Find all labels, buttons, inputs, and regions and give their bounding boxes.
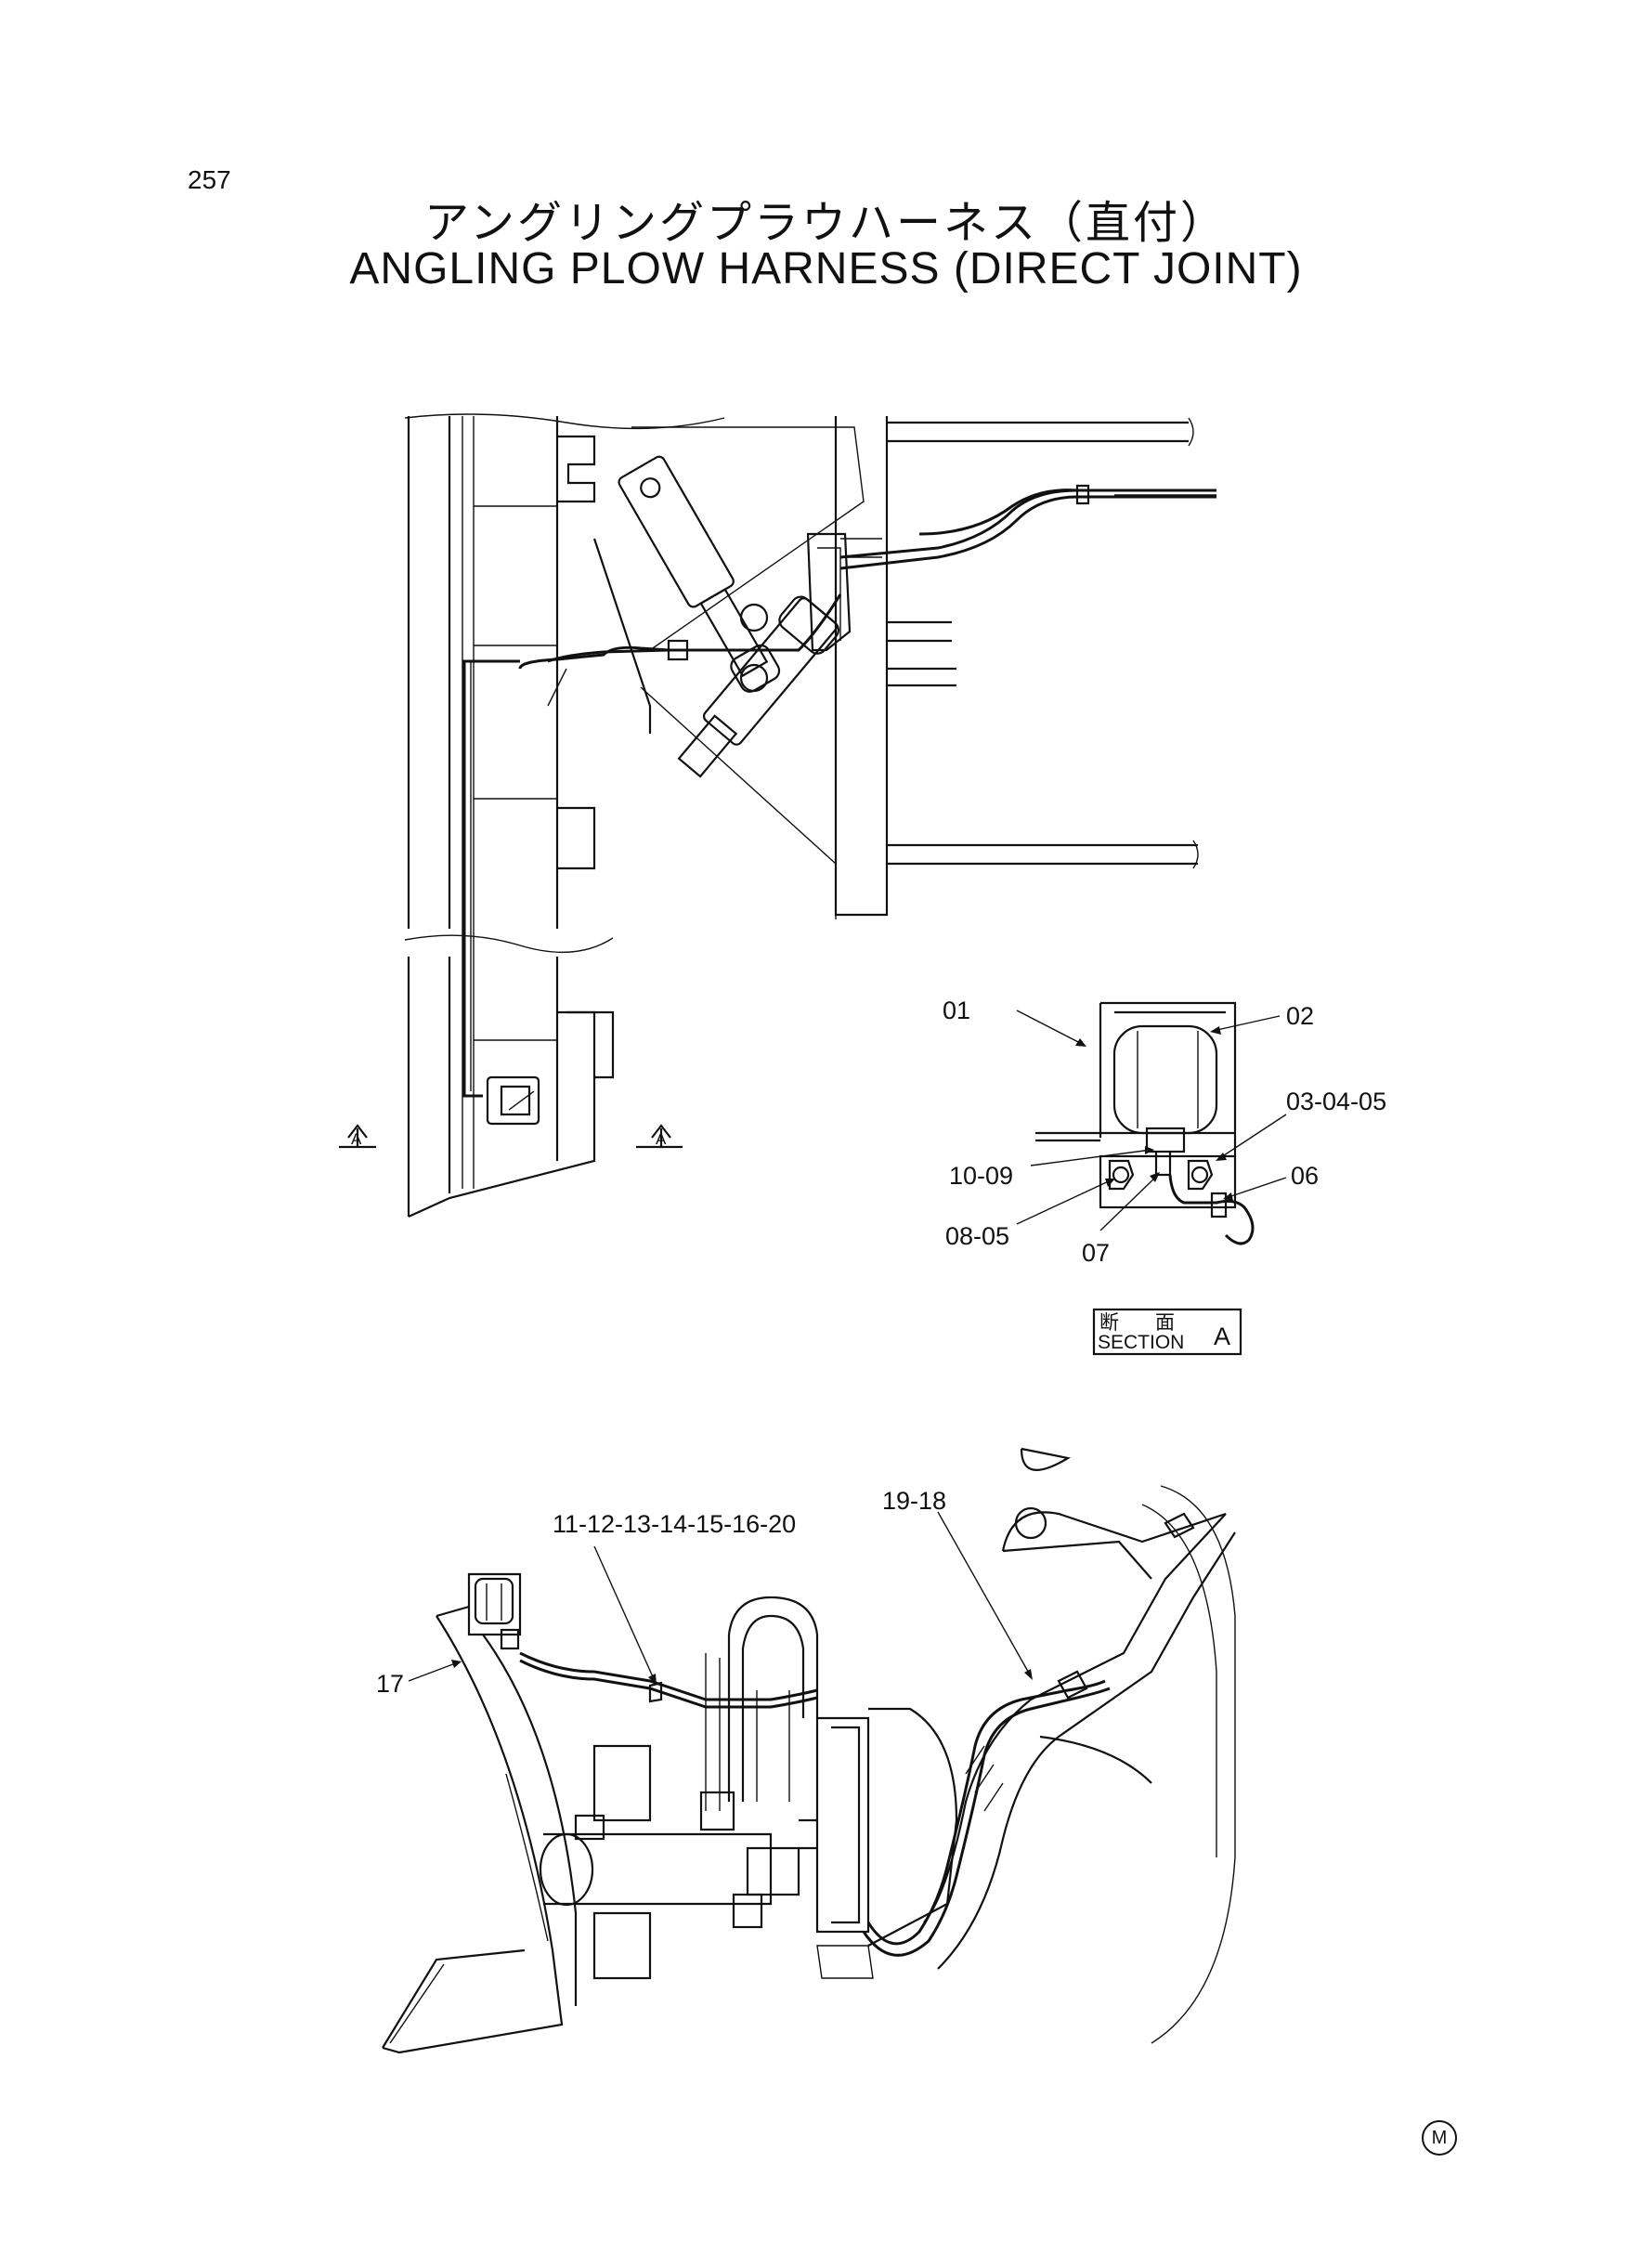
callout-07: 07 [1082, 1239, 1110, 1267]
page-number: 257 [188, 165, 231, 194]
side-view-drawing [382, 1447, 1236, 2054]
section-a-drawing [1035, 1001, 1255, 1245]
svg-text:SECTION: SECTION [1098, 1332, 1184, 1353]
title-english: ANGLING PLOW HARNESS (DIRECT JOINT) [349, 244, 1303, 293]
callout-02: 02 [1286, 1002, 1314, 1030]
title-japanese: アングリングプラウハーネス（直付） [423, 197, 1229, 249]
section-arrow-right: A [636, 1124, 683, 1149]
callout-19-18: 19-18 [882, 1487, 946, 1515]
callout-08-05: 08-05 [945, 1222, 1009, 1250]
callout-06: 06 [1291, 1162, 1319, 1190]
section-a-leaders [1016, 1010, 1287, 1231]
svg-text:面: 面 [1155, 1312, 1175, 1334]
svg-text:A: A [351, 1130, 362, 1148]
section-arrow-left: A [339, 1124, 376, 1149]
callout-11-12-13-14-15-16-20: 11-12-13-14-15-16-20 [553, 1510, 796, 1538]
callout-10-09: 10-09 [949, 1162, 1013, 1190]
manufacturer-mark: M [1422, 2120, 1457, 2156]
top-view-drawing [404, 413, 1216, 1218]
svg-text:断: 断 [1099, 1312, 1119, 1334]
callout-17: 17 [376, 1670, 404, 1698]
callout-01: 01 [943, 997, 970, 1024]
svg-text:A: A [1214, 1322, 1230, 1350]
svg-text:A: A [656, 1130, 667, 1148]
side-view-leaders [408, 1511, 1033, 1685]
callout-03-04-05: 03-04-05 [1286, 1088, 1386, 1115]
section-a-label: 断 面 SECTION A [1092, 1308, 1242, 1356]
